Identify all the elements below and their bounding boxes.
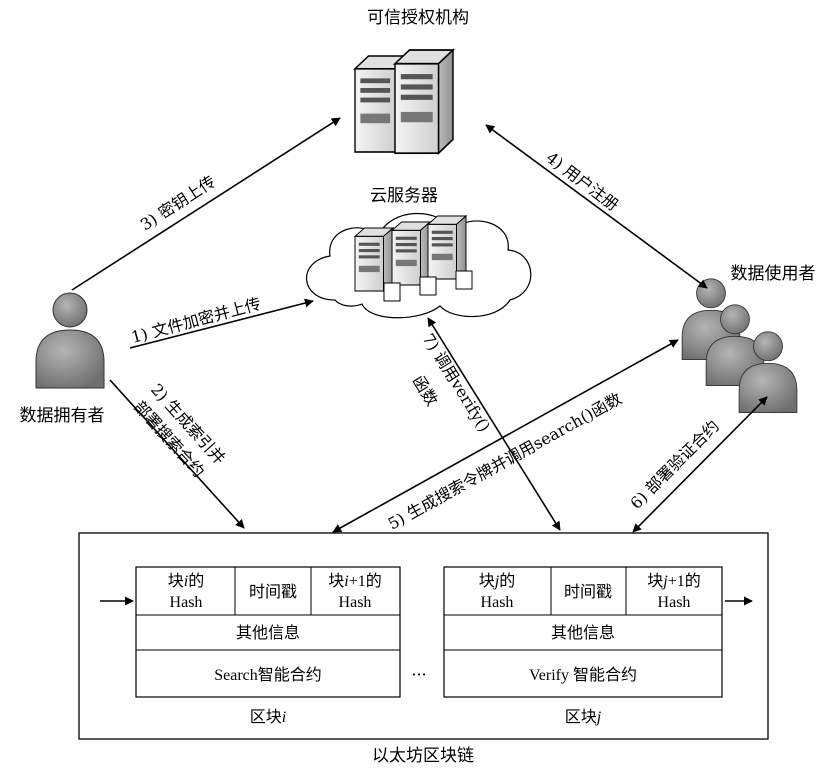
block-i-next-hash-title: 块i+1的 [328,572,382,590]
users-label: 数据使用者 [731,263,816,284]
block-j-prev-hash-word: Hash [481,594,514,611]
flow-arrows [71,117,768,533]
arrow-search-token [332,339,679,533]
edge-label-1: 1) 文件加密并上传 [129,294,263,347]
block-i-other-info: 其他信息 [236,624,300,642]
arrow-deploy-verify-contract [632,396,768,533]
trusted-authority-server-icon [354,49,454,155]
arrow-deploy-search-contract [109,379,245,529]
block-j-other-info: 其他信息 [551,624,615,642]
arrow-user-registration [485,124,708,289]
block-j-prev-hash-title: 块j的 [479,572,515,590]
cloud-server-icon [305,212,532,319]
block-j-next-hash-title: 块j+1的 [647,572,701,590]
block-i-next-hash-word: Hash [339,594,372,611]
block-i-timestamp: 时间戳 [249,583,297,601]
owner-label: 数据拥有者 [20,406,105,426]
block-j-next-hash-word: Hash [658,594,691,611]
authority-label: 可信授权机构 [367,8,469,28]
blockchain-label: 以太坊区块链 [372,746,474,766]
data-users-group-icon [681,278,798,414]
block-j: 块j的 Hash 时间戳 块j+1的 Hash 其他信息 Verify 智能合约… [443,566,723,726]
block-i-prev-hash-word: Hash [170,594,203,611]
block-i-label: 区块i [250,708,286,726]
edge-label-4: 4) 用户注册 [543,148,623,215]
block-j-contract: Verify 智能合约 [529,666,637,684]
cloud-label: 云服务器 [370,186,438,206]
block-j-timestamp: 时间戳 [564,583,612,601]
block-i: 块i的 Hash 时间戳 块i+1的 Hash 其他信息 Search智能合约 … [135,566,401,726]
data-owner-person-icon [35,292,105,389]
edge-label-6: 6) 部署验证合约 [626,416,723,513]
edge-label-7b: 函数 [409,372,442,409]
chain-ellipsis: ··· [411,665,426,684]
arrow-key-upload [71,117,341,291]
edge-label-5: 5) 生成搜索令牌并调用search()函数 [385,389,625,534]
block-i-contract: Search智能合约 [214,666,322,684]
arrow-file-upload [129,298,314,349]
block-i-prev-hash-title: 块i的 [168,572,204,590]
block-j-label: 区块j [565,708,602,726]
